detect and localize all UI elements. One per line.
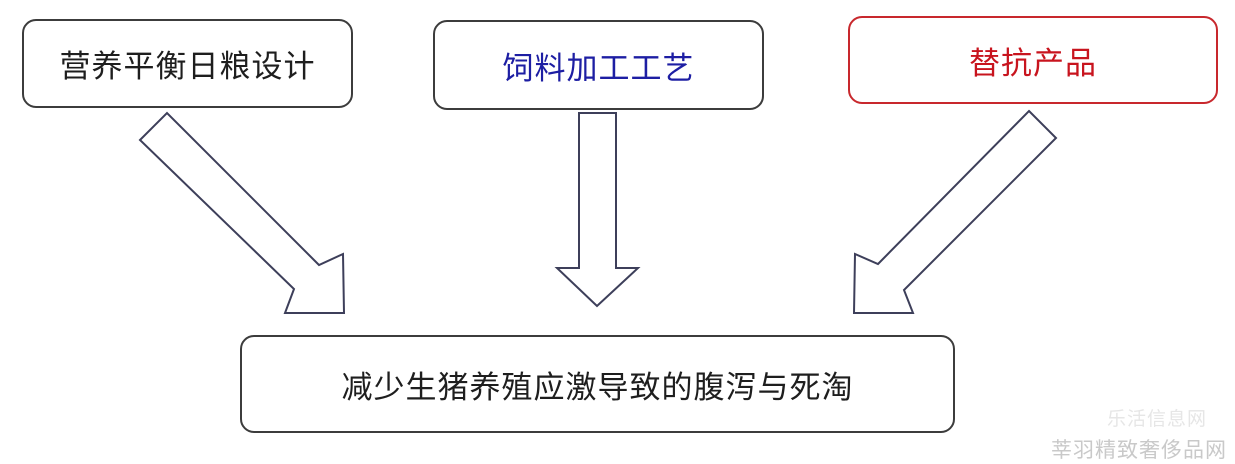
- arrow-nutrition-to-result: [138, 111, 346, 314]
- arrow-feed-to-result: [554, 112, 641, 308]
- substitute-box-label: 替抗产品: [969, 45, 1097, 82]
- result-box-label: 减少生猪养殖应激导致的腹泻与死淘: [341, 369, 854, 406]
- nutrition-balanced-ration-box: 营养平衡日粮设计: [22, 19, 353, 108]
- nutrition-box-label: 营养平衡日粮设计: [59, 49, 316, 85]
- reduce-diarrhea-mortality-box: 减少生猪养殖应激导致的腹泻与死淘: [240, 335, 955, 433]
- feed-processing-box: 饲料加工工艺: [433, 20, 764, 110]
- feed-box-label: 饲料加工工艺: [502, 50, 695, 87]
- watermark-upper: 乐活信息网: [1106, 408, 1207, 430]
- antibiotic-substitute-box: 替抗产品: [848, 16, 1218, 104]
- watermark-lower: 莘羽精致奢侈品网: [1051, 438, 1227, 462]
- arrow-substitute-to-result: [852, 109, 1058, 314]
